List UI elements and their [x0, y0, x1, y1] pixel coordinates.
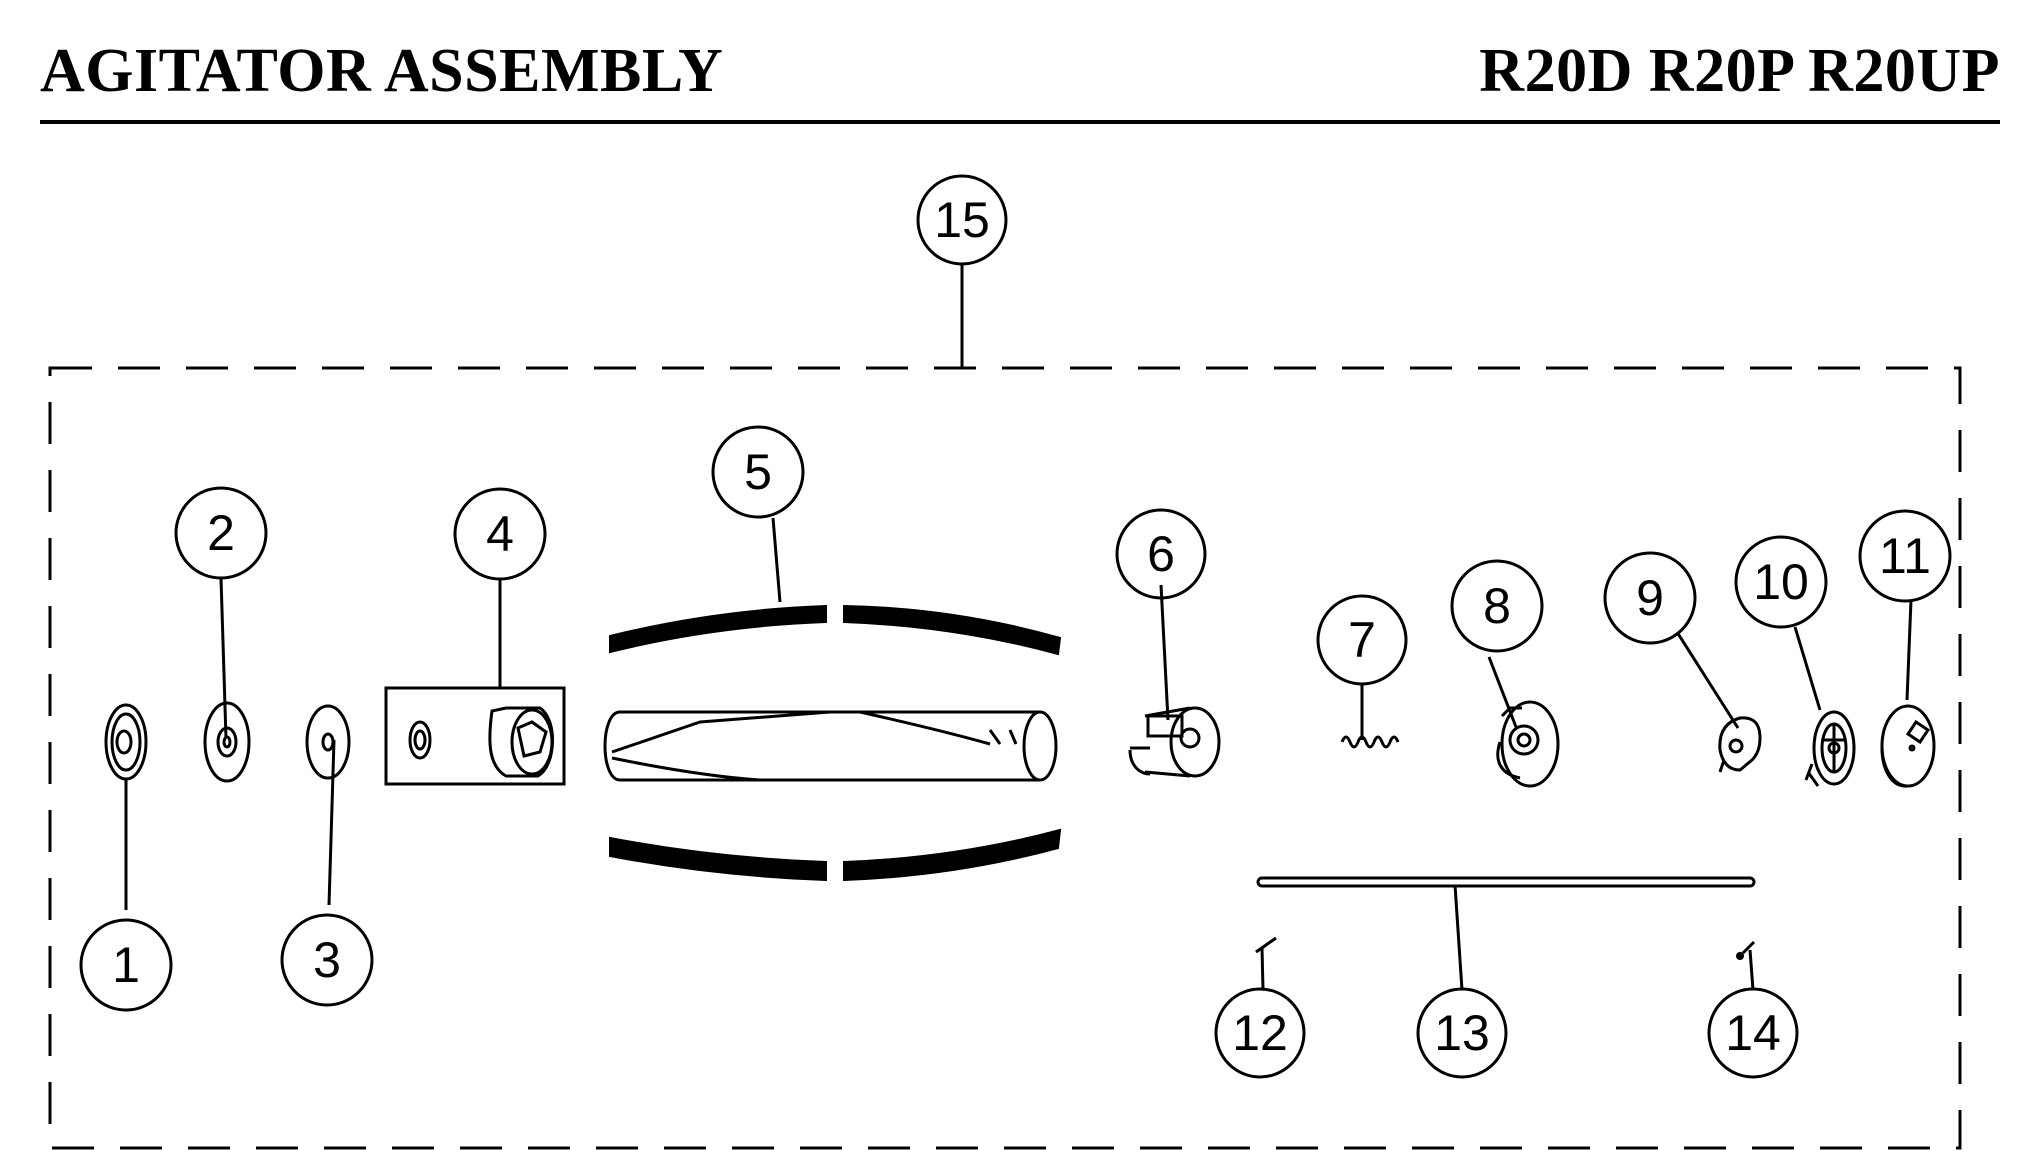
callout-14: 14	[1725, 1005, 1781, 1061]
agitator-roll-part	[603, 710, 1058, 782]
callout-15: 15	[934, 192, 990, 248]
callout-1: 1	[112, 937, 140, 993]
callout-13: 13	[1434, 1005, 1490, 1061]
end-cap-part	[104, 703, 148, 781]
pin-left-part	[1255, 936, 1277, 954]
end-plug-kit	[384, 686, 566, 786]
callout-11: 11	[1879, 528, 1931, 584]
leader-lines	[124, 264, 1913, 991]
brush-strips-part	[609, 604, 1062, 882]
callout-3: 3	[313, 932, 341, 988]
shaft-part	[1256, 876, 1756, 888]
washer-part	[305, 704, 351, 780]
callout-6: 6	[1147, 526, 1175, 582]
clutch-plate-part	[1718, 716, 1762, 773]
callout-5: 5	[744, 444, 772, 500]
diagram-title: AGITATOR ASSEMBLY	[40, 37, 724, 105]
pin-right-part	[1736, 940, 1756, 960]
callout-7: 7	[1348, 612, 1376, 668]
drive-pulley-part	[1804, 710, 1856, 787]
model-numbers: R20D R20P R20UP	[1479, 37, 2000, 105]
assembly-boundary	[48, 366, 1962, 1150]
bearing-part	[203, 701, 251, 783]
end-cap-right-part	[1880, 704, 1936, 788]
callout-10: 10	[1753, 554, 1809, 610]
clutch-housing-part	[1496, 700, 1560, 788]
title-rule	[40, 120, 2000, 124]
callout-8: 8	[1483, 578, 1511, 634]
callout-12: 12	[1232, 1005, 1288, 1061]
callout-2: 2	[207, 505, 235, 561]
callout-circles	[79, 174, 1952, 1079]
spring-part	[1340, 735, 1400, 749]
drive-end-part	[1128, 706, 1221, 778]
callout-4: 4	[486, 506, 514, 562]
callout-9: 9	[1636, 570, 1664, 626]
